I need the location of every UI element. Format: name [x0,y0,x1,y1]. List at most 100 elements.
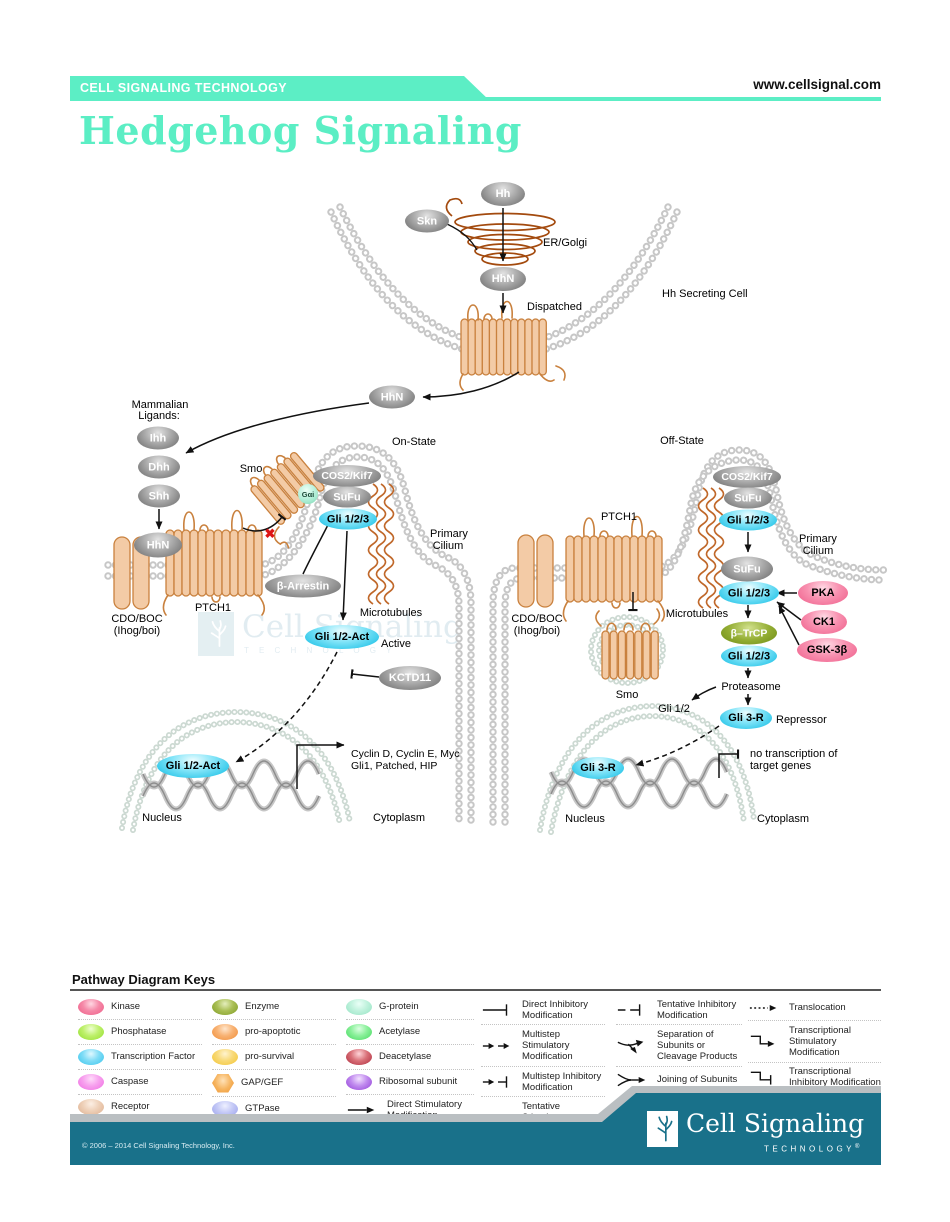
label-gli12-degraded: Gli 1/2 [658,703,690,715]
node-hhn-bound: HhN [134,532,182,558]
legend-item-gap-gef: GAP/GEF [212,1069,336,1096]
separation-icon [617,1039,644,1054]
gtpase-swatch [212,1101,238,1117]
phosphatase-swatch [78,1024,104,1040]
legend-item-joining: Joining of Subunits [616,1066,742,1092]
legend-column-2: Enzyme pro-apoptotic pro-survival GAP/GE… [212,995,336,1121]
label-ptch1-off: PTCH1 [601,511,637,523]
legend-item-separation: Separation of Subunits or Cleavage Produ… [616,1024,742,1066]
node-cos2kif7-off: COS2/Kif7 [713,466,781,488]
legend-item-translocation: Translocation [748,995,881,1020]
label-mammalian-2: Ligands: [138,410,180,422]
deacetylase-swatch [346,1049,372,1065]
line-skn-to-er [446,223,478,251]
tbar-solid-icon [482,1004,508,1016]
joining-icon [617,1073,646,1086]
label-target-genes-2: Gli1, Patched, HIP [351,760,437,772]
cell-signaling-tree-icon [647,1111,678,1147]
legend-item-gtpase: GTPase [212,1096,336,1121]
node-gli123-on: Gli 1/2/3 [319,508,377,530]
receptor-swatch [78,1099,104,1115]
legend-item-phosphatase: Phosphatase [78,1019,202,1044]
label-nucleus-right: Nucleus [565,813,605,825]
inhibit-kctd11 [352,674,380,677]
tbar-dashed-icon [617,1004,641,1016]
label-secreting-cell: Hh Secreting Cell [662,288,748,300]
brand-text: CELL SIGNALING TECHNOLOGY [80,81,287,95]
arrow-dispatched-to-hhn-free [422,371,520,401]
node-skn: Skn [405,209,449,233]
label-dispatched: Dispatched [527,301,582,313]
ptch1-protein-on [163,511,264,616]
tbar-multistep-icon [482,1076,508,1088]
node-shh: Shh [138,484,180,508]
label-microtubules-on: Microtubules [360,607,423,619]
label-ptch1-on: PTCH1 [195,602,231,614]
transcriptional-arrow-icon [750,1035,775,1048]
label-cdo-on-2: (Ihog/boi) [114,625,160,637]
footer-copyright: © 2006 – 2014 Cell Signaling Technology,… [82,1141,235,1150]
arrow-dotted-icon [749,1004,777,1011]
smo-protein-off [595,608,661,680]
label-mammalian-1: Mammalian [132,399,189,411]
legend-item-multistep-stimulatory: Multistep Stimulatory Modification [481,1024,605,1066]
label-cdo-on-1: CDO/BOC [111,613,162,625]
node-hh: Hh [481,182,525,206]
microtubules-on-state [367,483,395,605]
brand-bar: CELL SIGNALING TECHNOLOGY [70,76,490,101]
legend-item-transcriptional-inhibitory: Transcriptional Inhibitory Modification [748,1061,881,1092]
label-nucleus-left: Nucleus [142,812,182,824]
label-notranscription-1: no transcription of [750,748,838,760]
brand-rule [70,97,881,101]
legend-item-transcription-factor: Transcription Factor [78,1044,202,1069]
label-cytoplasm-left: Cytoplasm [373,812,425,824]
arrow-proteasome-to-gli12 [691,686,717,701]
node-gli3r-nucleus: Gli 3-R [572,757,624,779]
gap-gef-swatch [212,1073,234,1093]
node-sufu-off-top: SuFu [724,487,772,509]
transcription-arrow-left [296,741,345,789]
label-repressor: Repressor [776,714,827,726]
g-protein-swatch [346,999,372,1015]
legend-item-tentative-inhibitory: Tentative Inhibitory Modification [616,995,742,1024]
node-gli12act: Gli 1/2-Act [305,625,379,649]
label-smo-on: Smo [240,463,263,475]
node-gsk3b: GSK-3β [797,638,857,662]
legend-item-ribosomal-subunit: Ribosomal subunit [346,1069,474,1094]
node-hhn-free: HhN [369,385,415,409]
legend-item-deacetylase: Deacetylase [346,1044,474,1069]
label-cilium-off-2: Cilium [803,545,834,557]
node-ck1: CK1 [801,610,847,634]
legend-item-multistep-inhibitory: Multistep Inhibitory Modification [481,1066,605,1096]
smo-protein-on [248,450,326,549]
ptch1-protein-off [563,517,664,622]
label-on-state: On-State [392,436,436,448]
node-sufu-off-mid: SuFu [721,556,773,582]
node-dhh: Dhh [138,455,180,479]
node-gai: Gαi [298,484,318,504]
node-sufu-on: SuFu [323,486,371,508]
legend-column-1: Kinase Phosphatase Transcription Factor … [78,995,202,1119]
ribosomal-subunit-swatch [346,1074,372,1090]
arrow-multistep-icon [482,1042,510,1049]
node-cos2kif7-on: COS2/Kif7 [313,465,381,487]
label-off-state: Off-State [660,435,704,447]
node-btrcp: β–TrCP [721,621,777,645]
node-ihh: Ihh [137,426,179,450]
label-cytoplasm-right: Cytoplasm [757,813,809,825]
label-cilium-on-2: Cilium [433,540,464,552]
arrow-hhn-to-ligands [185,402,370,454]
legend-item-kinase: Kinase [78,995,202,1019]
legend-column-3: G-protein Acetylase Deacetylase Ribosoma… [346,995,474,1124]
legend-title: Pathway Diagram Keys [72,972,216,987]
node-beta-arrestin: β-Arrestin [265,574,341,598]
label-notranscription-2: target genes [750,760,812,772]
node-gli12act-nucleus: Gli 1/2-Act [157,754,229,778]
translocation-gli3r-to-nucleus [635,725,720,767]
arrow-solid-icon [347,1106,375,1114]
label-smo-off: Smo [616,689,639,701]
kinase-swatch [78,999,104,1015]
node-gli123-off-low: Gli 1/2/3 [721,645,777,667]
website-link[interactable]: www.cellsignal.com [753,77,881,92]
